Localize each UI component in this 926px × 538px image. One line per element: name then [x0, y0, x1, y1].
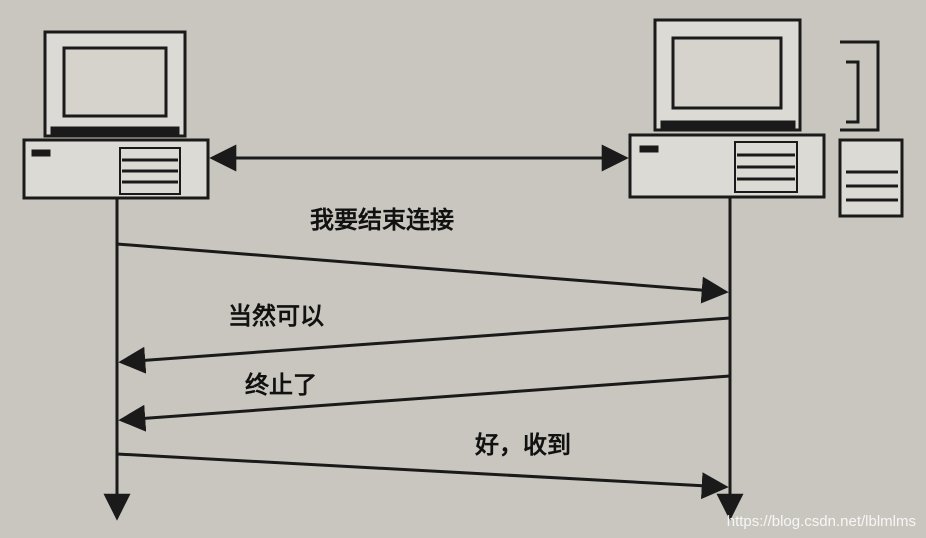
message-label: 好，收到	[475, 431, 571, 459]
message-label: 当然可以	[228, 302, 324, 330]
message-arrow	[118, 374, 731, 432]
right-computer-icon	[628, 18, 826, 199]
left-computer-icon	[22, 30, 210, 200]
message-arrow	[116, 452, 729, 500]
watermark: https://blog.csdn.net/lblmlms	[726, 513, 916, 530]
message-arrow	[116, 242, 729, 304]
message-label: 终止了	[245, 371, 317, 399]
message-label: 我要结束连接	[310, 206, 454, 234]
background-computer-icon	[838, 40, 904, 218]
message-arrow	[118, 316, 731, 374]
